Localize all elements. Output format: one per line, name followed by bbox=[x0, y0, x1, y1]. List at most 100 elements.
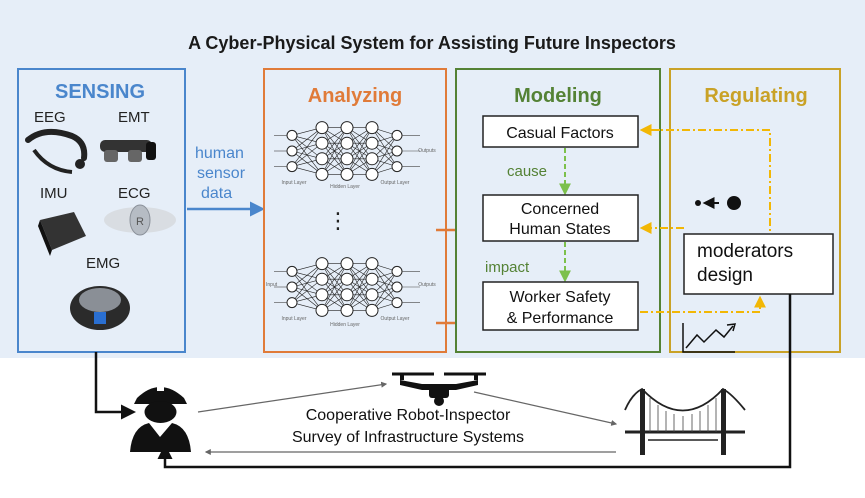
output-layer-label: Output Layer bbox=[381, 180, 410, 186]
network-node bbox=[315, 136, 329, 150]
network-node bbox=[391, 281, 403, 293]
network-node bbox=[315, 121, 329, 135]
network-edge bbox=[371, 135, 398, 175]
drone-to-bridge-arrow bbox=[473, 391, 618, 426]
regulating-to-inspector-arrow bbox=[157, 294, 792, 469]
scale-icon bbox=[695, 196, 741, 210]
bridge-icon bbox=[624, 387, 746, 455]
regulating-panel bbox=[669, 68, 841, 353]
network-edge bbox=[346, 279, 373, 311]
sensor-label-emg: EMG bbox=[86, 255, 120, 272]
network-node bbox=[340, 303, 354, 317]
neural-network-bottom bbox=[274, 257, 420, 317]
human-states-box bbox=[482, 194, 639, 242]
emg-armband-icon bbox=[70, 286, 130, 330]
casual-factors-text: Casual Factors bbox=[506, 125, 614, 142]
hidden-layer-label-2: Hidden Layer bbox=[330, 322, 360, 328]
network-node bbox=[365, 272, 379, 286]
network-edge bbox=[346, 127, 373, 175]
network-node bbox=[286, 281, 298, 293]
network-edge bbox=[346, 143, 373, 175]
network-node bbox=[365, 288, 379, 302]
network-node bbox=[391, 129, 403, 141]
input-layer-label-2: Input Layer bbox=[281, 316, 306, 322]
sensor-label-ecg: ECG bbox=[118, 185, 151, 202]
diagram-title: A Cyber-Physical System for Assisting Fu… bbox=[188, 33, 676, 53]
network-edge bbox=[346, 127, 373, 159]
network-node bbox=[340, 152, 354, 166]
network-node bbox=[315, 257, 329, 271]
sensor-label-eeg: EEG bbox=[34, 109, 66, 126]
network-node bbox=[340, 136, 354, 150]
network-edge bbox=[371, 271, 398, 311]
network-edge bbox=[321, 143, 348, 175]
network-node bbox=[365, 257, 379, 271]
network-edge bbox=[321, 263, 348, 295]
flow-label-line3: data bbox=[201, 185, 232, 202]
network-node bbox=[391, 145, 403, 157]
network-edge bbox=[346, 263, 373, 295]
sensor-label-imu: IMU bbox=[40, 185, 68, 202]
network-edge bbox=[291, 127, 323, 167]
impact-label: impact bbox=[485, 259, 530, 276]
network-ellipsis: ⋮ bbox=[327, 208, 349, 233]
network-node bbox=[365, 152, 379, 166]
feedback-line-main bbox=[650, 129, 771, 234]
eeg-headset-icon bbox=[25, 128, 88, 174]
network-node bbox=[340, 257, 354, 271]
flow-label-line1: human bbox=[195, 145, 244, 162]
emt-glasses-icon bbox=[100, 140, 156, 162]
casual-factors-box bbox=[482, 115, 639, 148]
analyzing-panel bbox=[263, 68, 447, 353]
network-node bbox=[315, 288, 329, 302]
network-node bbox=[340, 272, 354, 286]
regulating-heading: Regulating bbox=[704, 85, 807, 107]
inspector-icon bbox=[130, 383, 191, 452]
drone-icon bbox=[392, 372, 486, 406]
network-edge bbox=[291, 263, 323, 303]
moderators-design-box bbox=[683, 233, 834, 295]
neural-network-top bbox=[274, 121, 420, 181]
inspector-to-drone-arrow bbox=[197, 381, 388, 413]
network-node bbox=[391, 161, 403, 173]
sensor-label-emt: EMT bbox=[118, 109, 150, 126]
worker-safety-box bbox=[482, 281, 639, 331]
ecg-sensor-icon: R bbox=[104, 204, 176, 236]
network-node bbox=[286, 145, 298, 157]
network-edge bbox=[321, 263, 348, 311]
bottom-caption-line2: Survey of Infrastructure Systems bbox=[292, 429, 524, 446]
network-node bbox=[365, 303, 379, 317]
moderators-design-text-1: moderators bbox=[697, 241, 793, 262]
svg-text:R: R bbox=[136, 216, 144, 228]
safety-to-moderators-arrow bbox=[640, 295, 766, 313]
hidden-layer-label: Hidden Layer bbox=[330, 184, 360, 190]
network-node bbox=[365, 121, 379, 135]
network-edge bbox=[346, 263, 373, 311]
network-node bbox=[286, 129, 298, 141]
network-node bbox=[286, 297, 298, 309]
network-node bbox=[315, 303, 329, 317]
human-states-text-2: Human States bbox=[509, 221, 610, 238]
network-node bbox=[391, 265, 403, 277]
network-node bbox=[340, 121, 354, 135]
trend-chart-icon bbox=[682, 323, 737, 353]
network-node bbox=[365, 167, 379, 181]
analyzing-heading: Analyzing bbox=[308, 85, 402, 107]
network-node bbox=[315, 272, 329, 286]
network-node bbox=[286, 265, 298, 277]
bottom-caption-line1: Cooperative Robot-Inspector bbox=[306, 407, 511, 424]
network-edge bbox=[321, 127, 348, 175]
sensing-to-inspector-arrow bbox=[94, 352, 136, 420]
network-node bbox=[365, 136, 379, 150]
network-node bbox=[340, 288, 354, 302]
human-states-text-1: Concerned bbox=[521, 201, 599, 218]
network-node bbox=[315, 167, 329, 181]
worker-safety-text-1: Worker Safety bbox=[509, 289, 610, 306]
sensing-heading: SENSING bbox=[55, 81, 145, 103]
network-edge bbox=[321, 127, 348, 159]
network-node bbox=[340, 167, 354, 181]
cause-label: cause bbox=[507, 163, 547, 180]
worker-safety-text-2: & Performance bbox=[507, 310, 614, 327]
outputs-label-2: Outputs bbox=[418, 282, 436, 288]
